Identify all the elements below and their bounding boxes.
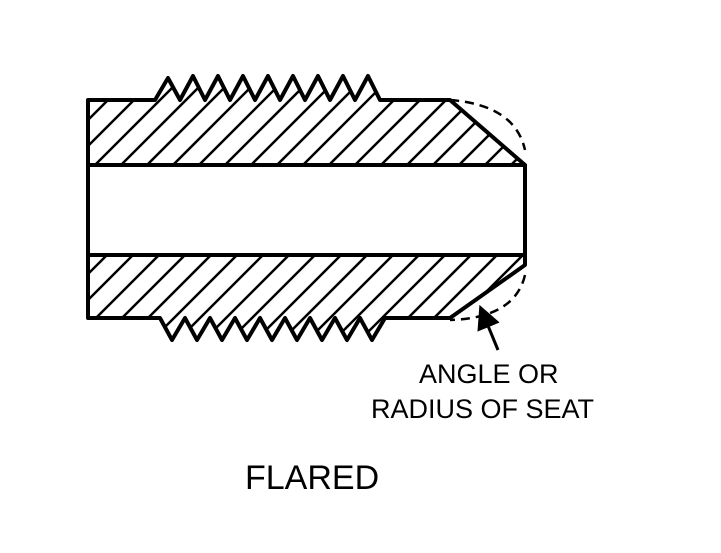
hatch-line	[458, 255, 525, 340]
hatch-line	[375, 76, 477, 165]
hatch-line	[219, 76, 321, 165]
lower-wall-outline	[86, 253, 527, 342]
hatch-line	[88, 76, 165, 165]
hatch-line	[88, 255, 139, 340]
hatch-line	[88, 255, 165, 340]
hatch-line	[167, 76, 269, 165]
hatch-line	[0, 70, 60, 170]
hatch-line	[88, 76, 113, 165]
hatch-line	[401, 76, 503, 165]
hatch-line	[302, 255, 399, 340]
hatch-line	[0, 70, 86, 170]
hatch-line	[380, 255, 477, 340]
lower-wall	[0, 250, 632, 345]
hatch-line	[537, 250, 632, 345]
diagram-title: FLARED	[245, 459, 380, 497]
seat-radius-upper-dashed	[449, 98, 527, 151]
hatch-line	[141, 76, 243, 165]
hatch-line	[224, 255, 321, 340]
hatch-line	[558, 70, 658, 170]
seat-radius-lower-dashed	[449, 274, 527, 322]
hatch-line	[505, 76, 525, 165]
hatch-line	[0, 250, 86, 345]
hatch-line	[406, 255, 503, 340]
hatch-line	[479, 76, 525, 165]
hatch-line	[328, 255, 425, 340]
callout-label-line-1: ANGLE OR	[419, 359, 559, 389]
hatch-line	[453, 76, 525, 165]
upper-hatching	[0, 70, 658, 170]
hatch-line	[89, 76, 191, 165]
hatch-line	[0, 250, 60, 345]
upper-wall	[0, 70, 658, 170]
callout-label-line-2: RADIUS OF SEAT	[371, 394, 595, 424]
hatch-line	[532, 70, 632, 170]
hatch-line	[354, 255, 451, 340]
upper-wall-outline	[86, 74, 527, 167]
hatch-line	[88, 255, 113, 340]
callout-leader-arrow	[477, 304, 500, 351]
hatch-line	[193, 76, 295, 165]
hatch-line	[484, 255, 525, 340]
bore	[86, 100, 527, 318]
